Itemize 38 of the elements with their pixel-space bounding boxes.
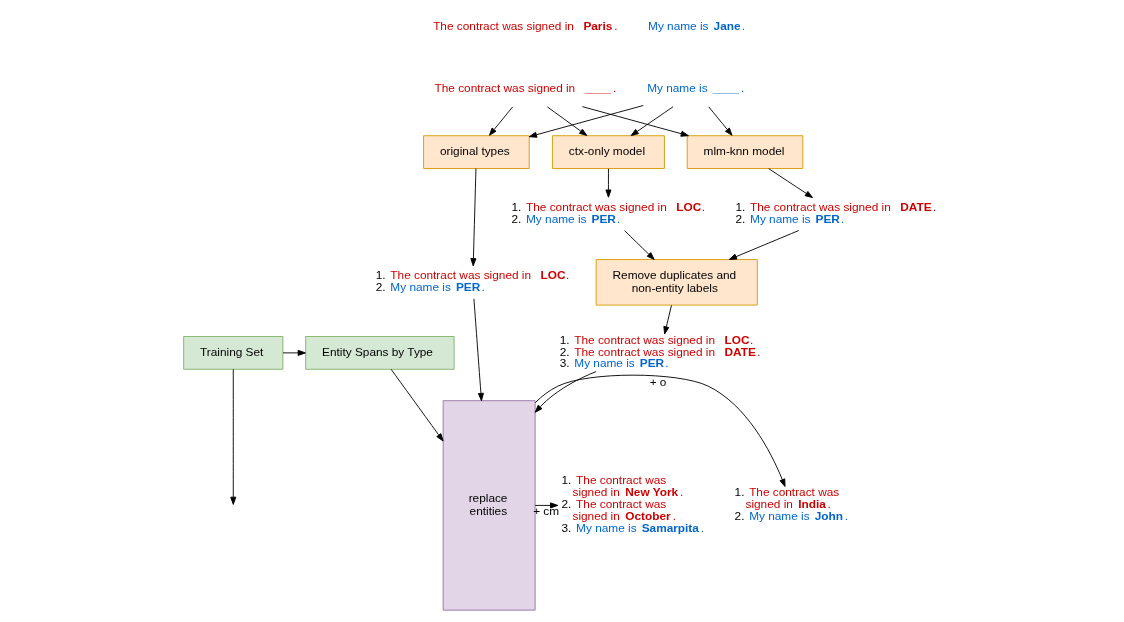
arrow: [528, 105, 644, 138]
arrow: [624, 230, 655, 260]
arrow: [534, 371, 597, 413]
node-box: replace entities: [442, 400, 536, 611]
arrow: [581, 106, 689, 137]
arrow: [534, 374, 786, 487]
node-box: Training Set: [183, 336, 284, 370]
arrow: [630, 106, 674, 137]
node-box: mlm-knn model: [686, 135, 804, 169]
node-text: My name is Jane.: [648, 19, 746, 34]
node-box: ctx-only model: [552, 135, 665, 169]
node-text: 1. The contract was signed in LOC. 2. The contract was signed in DATE. 3. My name is PER.: [559, 332, 761, 371]
arrow: [728, 230, 800, 260]
arrow: [488, 106, 514, 136]
node-text: 1. The contract was signed in New York. 2. The contract was signed in October. 3. My name is Samarpita.: [561, 473, 705, 535]
edge-label: + o: [649, 375, 667, 390]
node-text: 1. The contract was signed in DATE. 2. My name is PER.: [735, 199, 937, 226]
arrow: [546, 106, 588, 136]
node-text: The contract was signed in Paris.: [433, 19, 618, 34]
arrow: [473, 298, 484, 402]
node-text: The contract was signed in ____.: [434, 81, 617, 96]
node-text: 1. The contract was signed in LOC. 2. My name is PER.: [375, 268, 570, 294]
arrow: [768, 168, 813, 198]
arrow: [230, 368, 237, 505]
node-box: original types: [423, 135, 530, 169]
arrow: [390, 368, 444, 442]
arrow: [663, 304, 672, 335]
edge-label: + cm: [533, 503, 560, 518]
arrow: [534, 502, 559, 509]
node-box: Remove duplicates and non-entity labels: [595, 259, 758, 306]
arrow: [605, 168, 612, 198]
node-text: My name is ____.: [647, 81, 745, 96]
node-text: 1. The contract was signed in India. 2. My name is John.: [734, 485, 849, 523]
node-box: Entity Spans by Type: [305, 336, 455, 370]
node-text: 1. The contract was signed in LOC. 2. My name is PER.: [511, 199, 706, 226]
arrow: [470, 168, 477, 267]
arrow: [282, 349, 306, 356]
arrow: [708, 106, 733, 136]
